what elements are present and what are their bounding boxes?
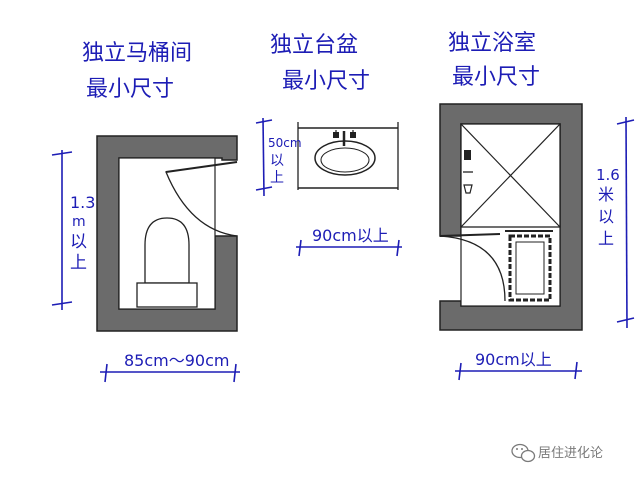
toilet-door-leaf: [165, 161, 238, 173]
dim-tick: [233, 363, 237, 383]
shower-height-dim-line: [625, 116, 628, 329]
dim-tick: [616, 317, 635, 323]
dim-tick: [51, 301, 73, 306]
toilet-door-swing: [165, 161, 238, 237]
shower-panel: 独立浴室 最小尺寸 1.6 米 以 上 90c: [439, 31, 635, 381]
dim-tick: [255, 186, 273, 191]
shower-title-line1: 独立浴室: [448, 31, 536, 56]
faucet-icon: [333, 130, 356, 146]
shower-width-label: 90cm以上: [475, 350, 552, 369]
toilet-bowl: [144, 217, 190, 284]
basin-sink-inner: [320, 147, 370, 173]
toilet-title-line1: 独立马桶间: [82, 41, 192, 66]
toilet-height-label-4: 上: [70, 253, 87, 273]
towel-rack-inner: [515, 241, 545, 295]
toilet-width-label: 85cm～90cm: [124, 351, 230, 370]
dim-tick: [574, 361, 578, 380]
toilet-title-line2: 最小尺寸: [86, 77, 174, 102]
basin-depth-dim-line: [262, 117, 265, 197]
basin-depth-label-2: 以: [270, 153, 284, 169]
dim-tick: [396, 239, 400, 257]
toilet-height-label-3: 以: [70, 232, 87, 252]
toilet-panel: 独立马桶间 最小尺寸 1.3 m 以 上 85cm～90cm: [51, 41, 240, 383]
basin-title-line1: 独立台盆: [270, 33, 358, 58]
dim-tick: [616, 119, 635, 125]
dim-tick: [51, 151, 73, 156]
shower-door-swing: [439, 235, 506, 302]
shower-height-label-4: 上: [598, 229, 614, 248]
shower-tray-diagonal: [460, 123, 561, 228]
basin-sink: [314, 140, 376, 176]
toilet-height-label-2: m: [72, 214, 86, 230]
shower-door-leaf: [439, 233, 501, 237]
watermark: 居住进化论: [511, 443, 603, 463]
basin-panel: 独立台盆 最小尺寸 50cm 以 上 90cm以上: [255, 33, 402, 257]
shower-title-line2: 最小尺寸: [452, 65, 540, 90]
basin-depth-label-1: 50cm: [268, 136, 302, 150]
dim-tick: [255, 119, 273, 124]
watermark-text: 居住进化论: [538, 446, 603, 461]
shower-head-icon: [463, 150, 473, 194]
dim-tick: [104, 363, 108, 383]
basin-title-line2: 最小尺寸: [282, 69, 370, 94]
shower-height-label-3: 以: [598, 207, 614, 226]
toilet-tank: [136, 282, 198, 308]
basin-depth-label-3: 上: [270, 170, 284, 186]
basin-width-label: 90cm以上: [312, 226, 389, 245]
dim-tick: [298, 239, 302, 257]
toilet-height-label-1: 1.3: [70, 193, 95, 212]
dim-tick: [458, 362, 462, 381]
wechat-logo-icon: [511, 443, 536, 463]
shower-height-label-2: 米: [598, 185, 614, 204]
shower-height-label-1: 1.6: [596, 166, 620, 184]
